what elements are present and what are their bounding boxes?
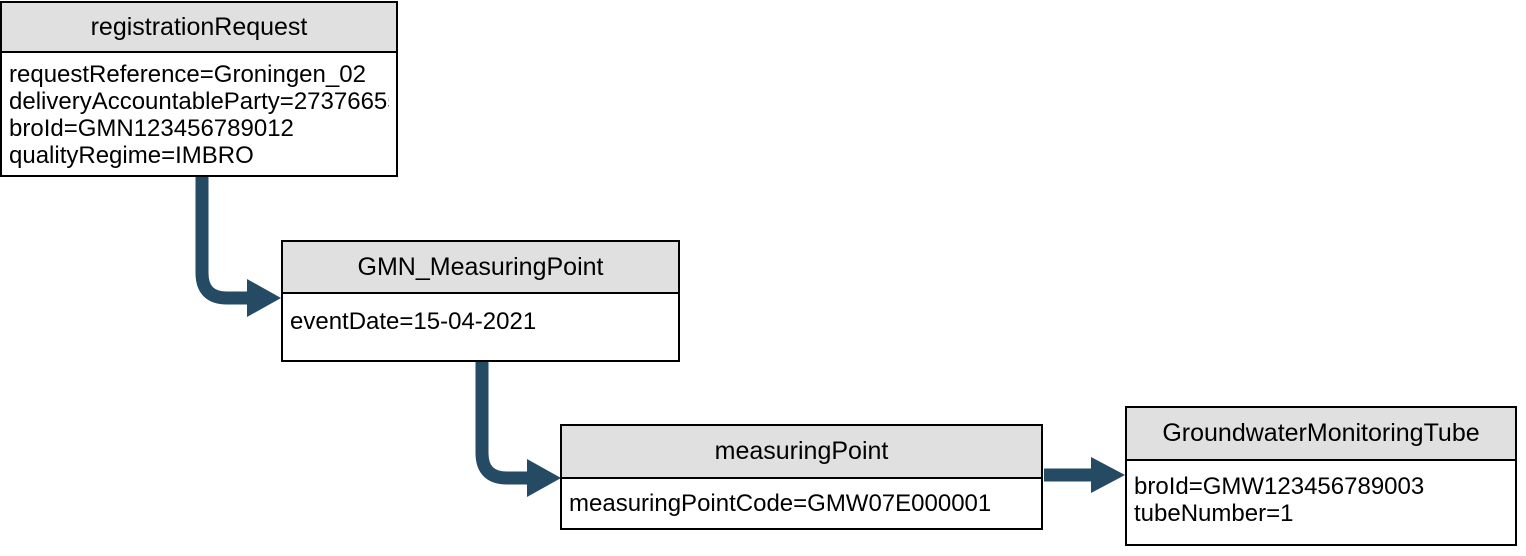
node-title: GMN_MeasuringPoint (283, 242, 678, 294)
edge-elbow-connector (475, 362, 529, 485)
node-gmn-measuring-point: GMN_MeasuringPoint eventDate=15-04-2021 (281, 240, 680, 362)
node-title: registrationRequest (2, 3, 396, 53)
edge-registration-request-to-gmn-measuring-point (195, 177, 281, 317)
arrowhead-icon (1091, 457, 1125, 493)
attribute-event-date: eventDate=15-04-2021 (290, 308, 537, 335)
node-attributes: requestReference=Groningen_02 deliveryAc… (2, 53, 396, 174)
arrowhead-icon (247, 279, 281, 317)
node-attributes: measuringPointCode=GMW07E000001 (562, 479, 1041, 522)
node-measuring-point: measuringPoint measuringPointCode=GMW07E… (560, 424, 1043, 530)
node-title: measuringPoint (562, 426, 1041, 479)
attribute-delivery-accountable-party: deliveryAccountableParty=27376655 (9, 88, 389, 115)
node-groundwater-monitoring-tube: GroundwaterMonitoringTube broId=GMW12345… (1125, 406, 1517, 546)
edge-elbow-connector (195, 177, 249, 305)
arrowhead-icon (527, 459, 561, 497)
node-registration-request: registrationRequest requestReference=Gro… (0, 1, 398, 177)
edge-gmn-measuring-point-to-measuring-point (475, 362, 561, 497)
edge-measuring-point-to-groundwater-monitoring-tube (1044, 457, 1125, 493)
node-attributes: broId=GMW123456789003 tubeNumber=1 (1127, 461, 1515, 532)
attribute-quality-regime: qualityRegime=IMBRO (9, 142, 254, 169)
node-title: GroundwaterMonitoringTube (1127, 408, 1515, 461)
node-attributes: eventDate=15-04-2021 (283, 294, 678, 340)
attribute-measuring-point-code: measuringPointCode=GMW07E000001 (569, 490, 992, 517)
attribute-request-reference: requestReference=Groningen_02 (9, 61, 366, 88)
attribute-bro-id: broId=GMN123456789012 (9, 115, 294, 142)
attribute-bro-id: broId=GMW123456789003 (1134, 473, 1425, 500)
attribute-tube-number: tubeNumber=1 (1134, 500, 1294, 527)
